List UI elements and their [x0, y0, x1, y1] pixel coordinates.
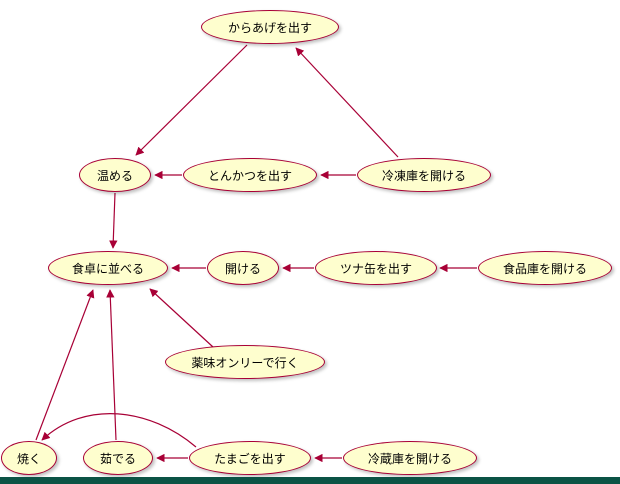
node-shokuhinko-label: 食品庫を開ける	[502, 261, 587, 276]
edge-tamago-to-yaku	[41, 413, 197, 448]
node-yakumi-label: 薬味オンリーで行く	[191, 355, 299, 370]
node-tamago: たまごを出す	[189, 441, 311, 475]
edge-yuderu-to-shokutaku	[106, 289, 117, 441]
node-yakumi: 薬味オンリーで行く	[165, 345, 325, 379]
edge-yaku-to-shokutaku	[35, 289, 95, 441]
node-yaku-label: 焼く	[16, 451, 41, 466]
node-reizouko: 冷蔵庫を開ける	[343, 441, 477, 475]
node-karaage: からあげを出す	[201, 10, 339, 44]
node-reitouko-label: 冷凍庫を開ける	[381, 168, 466, 183]
node-reitouko: 冷凍庫を開ける	[357, 158, 491, 192]
bottom-bar	[0, 477, 620, 484]
node-tonkatsu: とんかつを出す	[183, 158, 317, 192]
edge-reitouko-to-karaage	[295, 47, 399, 158]
node-yaku: 焼く	[1, 441, 57, 475]
node-akeru-label: 開ける	[224, 261, 261, 276]
node-karaage-label: からあげを出す	[227, 20, 312, 35]
node-atatameru-label: 温める	[96, 168, 133, 183]
node-tsunakan-label: ツナ缶を出す	[339, 261, 412, 276]
edge-atatameru-to-shokutaku	[109, 192, 118, 249]
node-yuderu-label: 茹でる	[99, 451, 136, 466]
edge-karaage-to-atatameru	[135, 44, 248, 156]
node-tamago-label: たまごを出す	[214, 451, 286, 466]
node-reizouko-label: 冷蔵庫を開ける	[367, 451, 452, 466]
node-yuderu: 茹でる	[83, 441, 153, 475]
node-tonkatsu-label: とんかつを出す	[207, 168, 292, 183]
node-akeru: 開ける	[207, 251, 279, 285]
node-atatameru: 温める	[79, 158, 151, 192]
edge-yakumi-to-shokutaku	[149, 288, 214, 348]
node-shokutaku: 食卓に並べる	[48, 251, 168, 285]
node-shokutaku-label: 食卓に並べる	[71, 261, 144, 276]
node-tsunakan: ツナ缶を出す	[315, 251, 437, 285]
node-shokuhinko: 食品庫を開ける	[478, 251, 612, 285]
